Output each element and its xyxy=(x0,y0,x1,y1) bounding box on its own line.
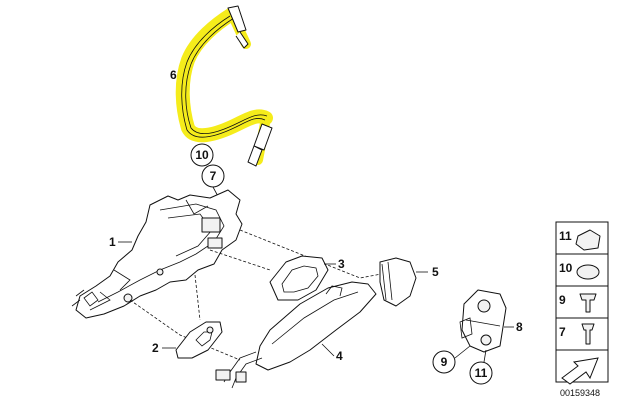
lock-mechanism-part-1[interactable] xyxy=(71,189,243,319)
handle-part-4[interactable] xyxy=(215,281,377,389)
callout-4: 4 xyxy=(336,349,343,363)
legend-label-7: 7 xyxy=(559,325,566,339)
small-gasket-outer xyxy=(175,321,223,359)
cap-body xyxy=(379,257,417,307)
callout-9: 9 xyxy=(441,355,448,369)
plug-icon-10 xyxy=(576,264,600,280)
cap-part-5[interactable] xyxy=(379,257,417,307)
gasket-part-2[interactable] xyxy=(175,321,223,359)
assembly-line-b xyxy=(209,249,271,271)
callout-10: 10 xyxy=(195,148,209,162)
handle-body xyxy=(255,281,377,371)
grommet-icon-11 xyxy=(575,229,601,251)
callout-6: 6 xyxy=(170,68,177,82)
arrow-icon xyxy=(561,357,599,385)
bolt-icon-7 xyxy=(581,323,595,345)
striker-plate xyxy=(461,289,507,353)
assembly-line-d xyxy=(194,274,201,321)
callout-2: 2 xyxy=(152,341,159,355)
callout-circle-9 xyxy=(432,350,456,374)
cable-line-b xyxy=(185,17,268,135)
legend-label-11: 11 xyxy=(559,229,572,243)
callout-3: 3 xyxy=(338,257,345,271)
assembly-line-a xyxy=(129,299,241,361)
leader-4 xyxy=(321,343,335,357)
leader-11 xyxy=(483,349,487,363)
lock-gear xyxy=(201,217,221,233)
legend-label-10: 10 xyxy=(559,261,573,275)
reference-number: 00159348 xyxy=(560,388,600,398)
cable-line-a xyxy=(181,15,266,138)
callout-7: 7 xyxy=(210,169,217,183)
callout-11: 11 xyxy=(475,366,488,380)
callout-circle-11 xyxy=(469,361,493,385)
callout-1: 1 xyxy=(109,235,116,249)
leader-9 xyxy=(454,345,471,359)
fastener-legend: 11 10 9 7 xyxy=(555,221,609,385)
cable-end-top-tip xyxy=(235,31,249,49)
gasket-part-3[interactable] xyxy=(269,255,329,301)
callout-circle-10 xyxy=(190,143,214,167)
gasket-outer xyxy=(269,255,329,301)
striker-part-8[interactable] xyxy=(459,289,507,353)
lock-body xyxy=(75,189,243,319)
legend-label-9: 9 xyxy=(559,293,566,307)
cable-highlight xyxy=(175,7,273,143)
callout-8: 8 xyxy=(516,320,523,334)
screw-icon-9 xyxy=(579,293,597,313)
callout-5: 5 xyxy=(432,265,439,279)
cable-end-bottom-tip xyxy=(247,145,263,167)
cable-part-6[interactable] xyxy=(175,5,273,167)
cable-end-bottom xyxy=(253,123,273,151)
legend-cell-7[interactable] xyxy=(555,317,609,351)
cable-end-top xyxy=(227,5,247,33)
